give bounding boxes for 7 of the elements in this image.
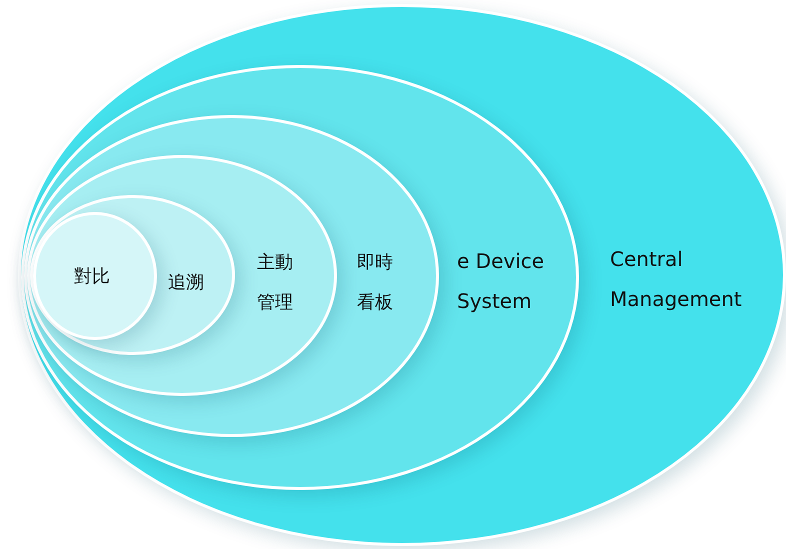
ellipse-region	[33, 212, 157, 340]
region-label: e Device System	[457, 248, 546, 315]
region-label: Central Management	[610, 246, 743, 313]
region-label: 主動管理	[257, 251, 294, 315]
region-label: 追溯	[168, 271, 205, 295]
region-label: 即時看板	[357, 251, 394, 315]
region-label: 對比	[74, 265, 111, 289]
